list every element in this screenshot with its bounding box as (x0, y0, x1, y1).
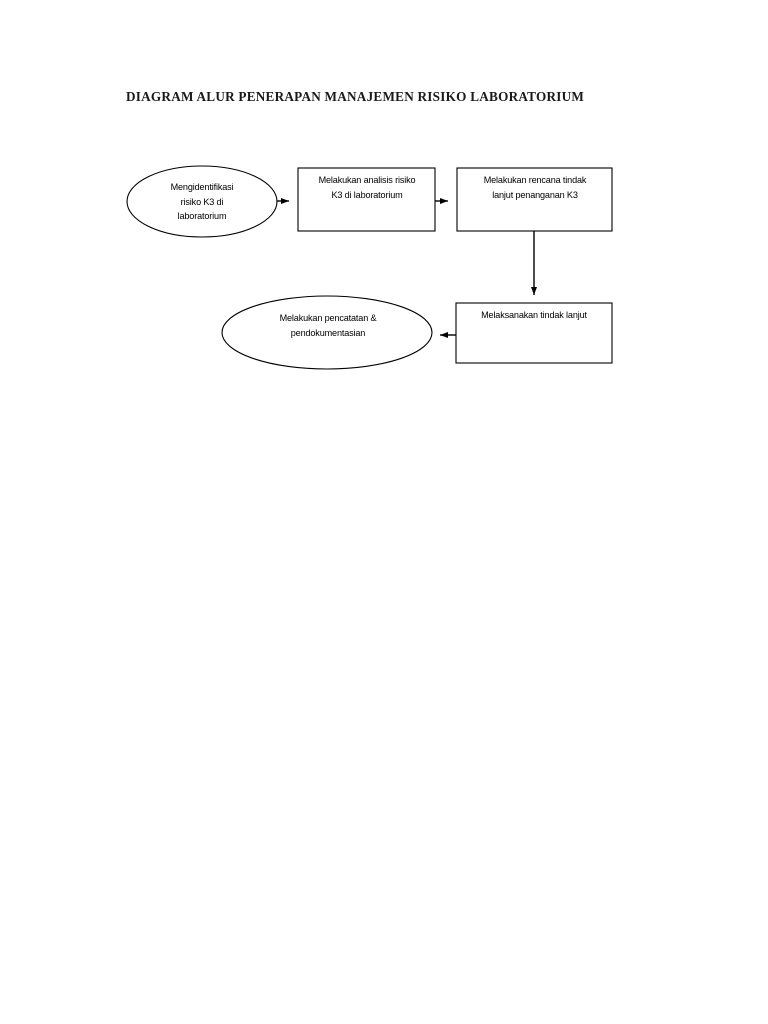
node-ellipse-pencatatan (221, 295, 433, 370)
page-title: DIAGRAM ALUR PENERAPAN MANAJEMEN RISIKO … (126, 89, 585, 104)
node-ellipse-identifikasi (126, 165, 278, 238)
node-box-rencana (456, 167, 613, 232)
node-box-melaksanakan (455, 302, 613, 364)
node-box-analisis (297, 167, 436, 232)
